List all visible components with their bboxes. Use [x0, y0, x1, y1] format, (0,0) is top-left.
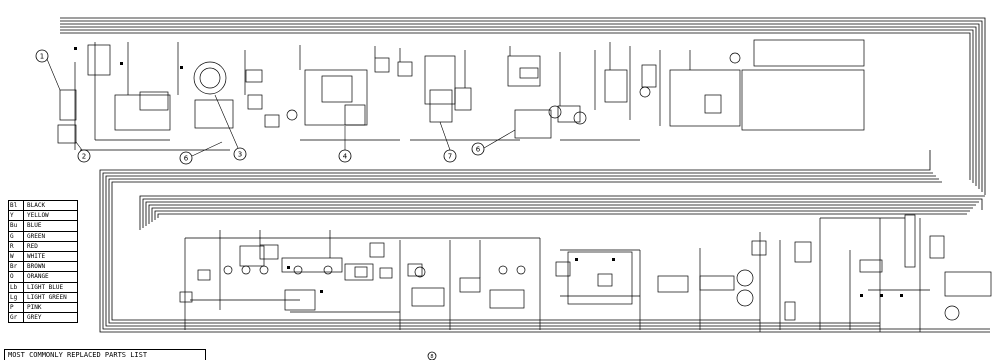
lower-circuit	[179, 214, 992, 332]
legend-code: Gr	[9, 313, 24, 323]
legend-code: R	[9, 241, 24, 251]
legend-name: BROWN	[27, 263, 46, 271]
legend-name: YELLOW	[27, 212, 49, 220]
parts-list-title: MOST COMMONLY REPLACED PARTS LIST	[4, 349, 206, 360]
legend-name: LIGHT BLUE	[27, 283, 64, 291]
callout-4: 4	[338, 126, 352, 163]
legend-name: GREY	[27, 314, 42, 322]
callout-label: 4	[343, 153, 348, 161]
upper-circuit	[57, 39, 865, 151]
callout-8: 8	[427, 351, 437, 360]
callout-label: 6	[476, 146, 481, 154]
legend-code: Bl	[9, 201, 24, 211]
wire-harness-bottom	[99, 252, 990, 333]
callout-label: 2	[82, 153, 86, 161]
callout-1: 1	[35, 49, 61, 91]
callout-7: 7	[439, 121, 457, 163]
connectors	[74, 47, 903, 297]
callout-3: 3	[214, 94, 247, 161]
callout-label: 1	[40, 53, 44, 61]
legend-name: WHITE	[27, 252, 46, 260]
legend-code: Br	[9, 262, 24, 272]
callout-6-left: 6	[179, 141, 223, 165]
legend-name: GREEN	[27, 232, 46, 240]
callout-label: 8	[430, 354, 433, 360]
wire-harness-middle	[99, 150, 985, 260]
legend-name: BLACK	[27, 202, 46, 209]
legend-name: RED	[27, 242, 38, 250]
legend-name: PINK	[27, 303, 42, 311]
callout-2: 2	[75, 141, 91, 163]
legend-code: W	[9, 251, 24, 262]
legend-name: ORANGE	[27, 273, 49, 281]
legend-name: LIGHT GREEN	[27, 293, 67, 301]
legend-code: Lg	[9, 292, 24, 302]
callout-6-right: 6	[471, 129, 516, 156]
wire-harness-top	[60, 17, 986, 195]
callout-label: 7	[448, 153, 452, 161]
legend-code: G	[9, 231, 24, 241]
callout-label: 6	[184, 155, 189, 163]
legend-code: Y	[9, 211, 24, 221]
legend-code: P	[9, 302, 24, 313]
legend-code: O	[9, 272, 24, 282]
legend-code: Bu	[9, 221, 24, 231]
callout-label: 3	[238, 151, 242, 159]
legend-name: BLUE	[27, 222, 42, 230]
legend-code: Lb	[9, 282, 24, 292]
